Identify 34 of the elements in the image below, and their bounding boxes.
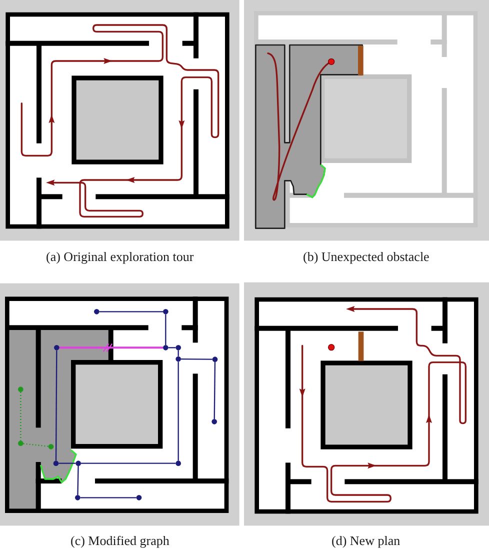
graph-vertex [94, 309, 100, 314]
graph-vertex [76, 460, 81, 466]
graph-vertex [18, 440, 24, 446]
subfigure-caption: (a) Original exploration tour [46, 249, 194, 265]
graph-edge [80, 497, 136, 498]
graph-edge [23, 443, 48, 447]
graph-vertex [48, 444, 54, 450]
graph-edge [58, 462, 76, 464]
graph-vertex [163, 309, 168, 314]
graph-vertex [75, 495, 80, 500]
graph-edge [55, 350, 58, 461]
graph-vertex [163, 345, 168, 350]
graph-vertex [54, 345, 60, 350]
subfigure-caption: (c) Modified graph [70, 533, 170, 549]
graph-edge [178, 350, 179, 356]
graph-edge [77, 466, 79, 496]
graph-vertex [136, 495, 142, 500]
graph-edge [81, 462, 176, 464]
graph-edge [214, 362, 216, 419]
graph-vertex [18, 386, 24, 392]
graph-vertex [176, 345, 181, 350]
graph-vertex [176, 356, 181, 362]
graph-vertex [212, 419, 217, 424]
graph-edge [165, 314, 166, 345]
graph-vertex [53, 460, 59, 466]
graph-vertex [212, 356, 218, 362]
graph-edge [59, 346, 163, 349]
graph-edge [99, 311, 163, 312]
subfigure-caption: (d) New plan [332, 533, 400, 549]
graph-edge [20, 392, 22, 441]
subfigure-caption: (b) Unexpected obstacle [303, 249, 430, 265]
graph-vertex [176, 460, 181, 466]
graph-edge [181, 358, 212, 360]
graph-edge [178, 362, 179, 461]
